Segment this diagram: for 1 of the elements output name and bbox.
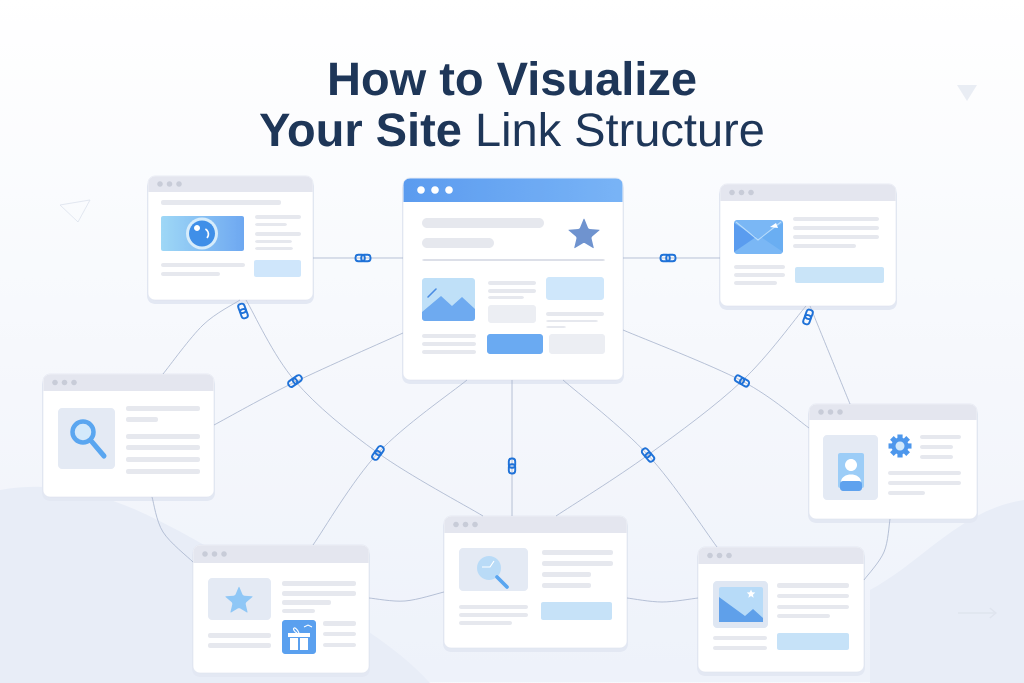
title: How to Visualize Your Site Link Structure bbox=[259, 60, 763, 147]
